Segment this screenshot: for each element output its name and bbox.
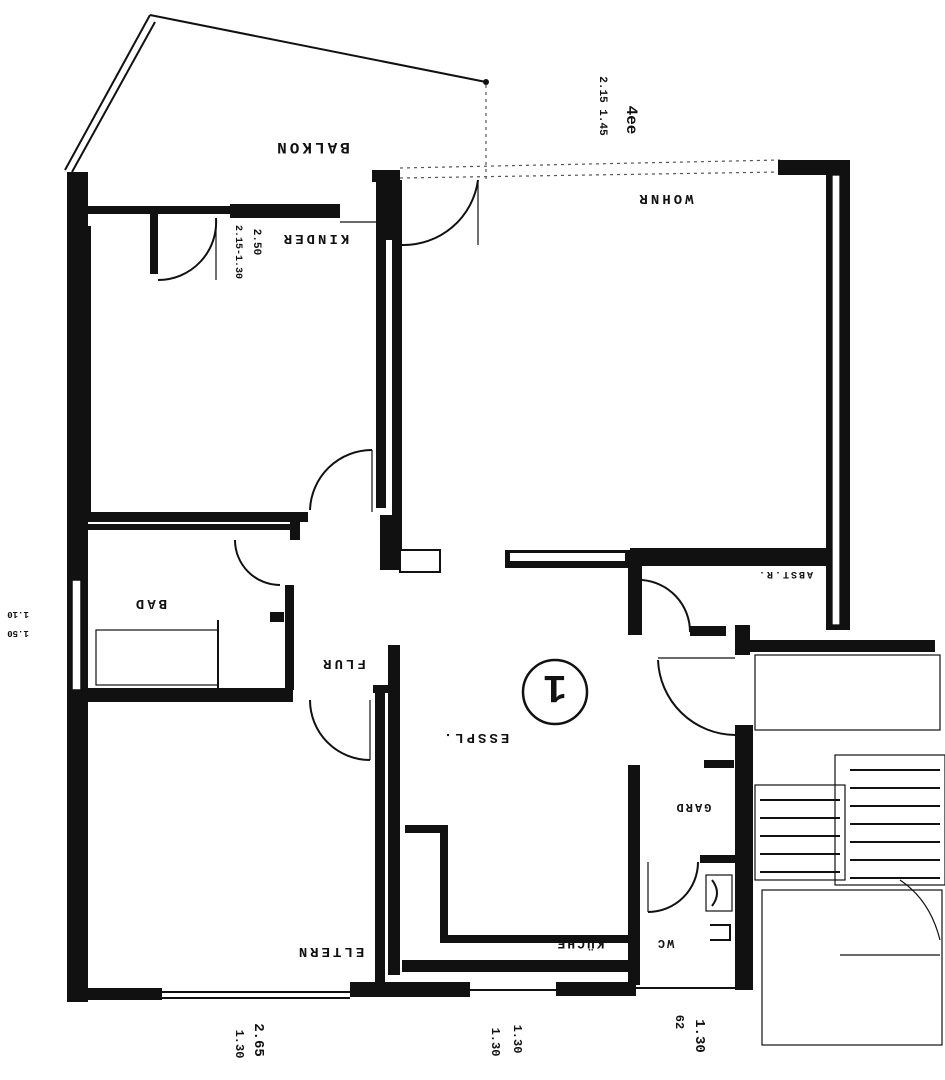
label-essecke: ESSPL. bbox=[441, 729, 509, 745]
label-bad: BAD bbox=[133, 595, 167, 611]
dim-kinder-b: 2.15-1.30 bbox=[232, 225, 243, 279]
dim-wc-b: 62 bbox=[672, 1015, 686, 1029]
room-labels: BALKON KINDER WOHNR BAD FLUR ABST.R. ESS… bbox=[133, 138, 813, 959]
wc-fixture bbox=[705, 874, 733, 941]
dim-kueche-b: 1.30 bbox=[488, 1028, 502, 1057]
label-garderobe: GARD bbox=[675, 800, 712, 814]
dim-kinder-a: 2.50 bbox=[250, 229, 262, 255]
dim-kueche-a: 1.30 bbox=[510, 1025, 524, 1054]
label-wc: WC bbox=[656, 936, 674, 950]
dim-balcony-b: 2.15 1.45 bbox=[596, 76, 608, 136]
label-kinder: KINDER bbox=[281, 230, 349, 246]
dim-wc-a: 1.30 bbox=[691, 1019, 707, 1053]
label-abst: ABST.R. bbox=[757, 568, 813, 579]
unit-number-marker: 1 bbox=[521, 658, 589, 726]
balcony-outline bbox=[64, 14, 781, 180]
dim-bad-a: 1.10 bbox=[7, 609, 29, 619]
interior-walls bbox=[85, 180, 945, 1046]
label-kueche: KÜCHE bbox=[555, 936, 604, 952]
label-flur: FLUR bbox=[320, 655, 366, 671]
dim-eltern-b: 1.30 bbox=[232, 1030, 246, 1059]
label-wohn: WOHNR bbox=[636, 190, 693, 206]
dim-balcony-a: 4ee bbox=[622, 106, 640, 135]
door-swings bbox=[157, 179, 736, 913]
dimension-annotations: 4ee 2.15 1.45 2.50 2.15-1.30 1.10 1.50 2… bbox=[7, 76, 707, 1058]
label-eltern: ELTERN bbox=[296, 943, 364, 959]
dim-eltern-a: 2.65 bbox=[250, 1023, 266, 1057]
dim-bad-b: 1.50 bbox=[7, 628, 29, 638]
label-balkon: BALKON bbox=[274, 138, 350, 156]
unit-number: 1 bbox=[543, 663, 567, 708]
